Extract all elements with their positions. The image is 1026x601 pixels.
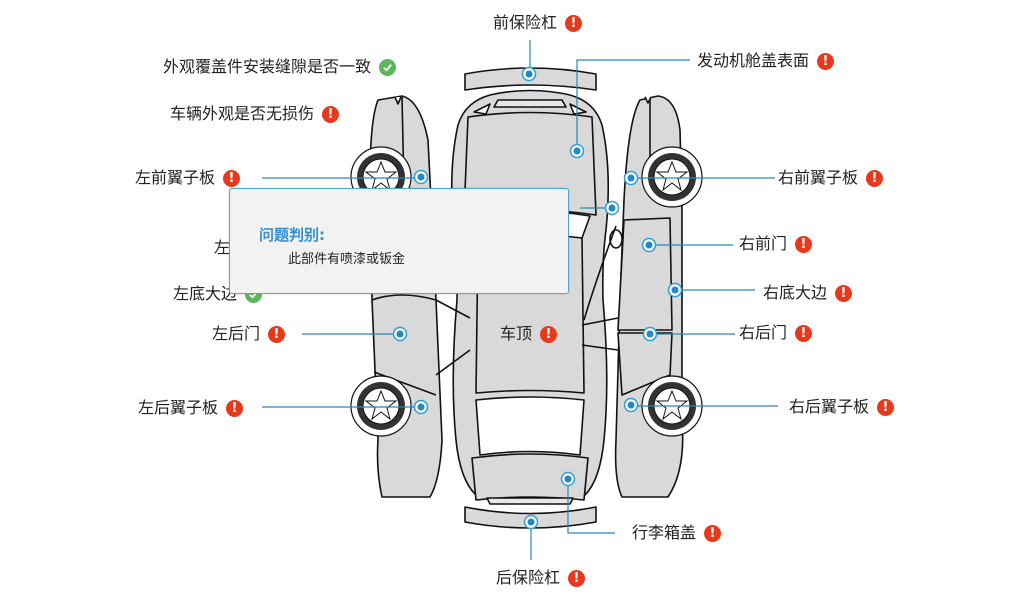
right-front-door-part[interactable]: [617, 217, 673, 331]
exclamation-circle-icon: !: [866, 169, 884, 187]
hotspot-left-rear-door[interactable]: [392, 326, 408, 342]
exclamation-circle-icon: !: [568, 569, 586, 587]
hotspot-windshield-pillar[interactable]: [604, 200, 620, 216]
hotspot-hood[interactable]: [569, 143, 585, 159]
part-label-front-bumper[interactable]: 前保险杠 !: [493, 13, 583, 33]
part-label-left-rear-fender[interactable]: 左后翼子板 !: [138, 398, 244, 418]
part-name: 右底大边: [763, 283, 828, 302]
hotspot-front-bumper[interactable]: [521, 66, 537, 82]
part-label-rear-bumper[interactable]: 后保险杠 !: [496, 568, 586, 588]
part-name: 前保险杠: [493, 13, 558, 32]
hotspot-right-front-fender[interactable]: [623, 170, 639, 186]
hotspot-right-rear-door[interactable]: [642, 326, 658, 342]
part-name: 左前翼子板: [135, 168, 216, 187]
part-name: 行李箱盖: [632, 523, 697, 542]
check-circle-icon: [379, 58, 397, 76]
hotspot-right-sill[interactable]: [667, 282, 683, 298]
part-name: 左底大边: [173, 284, 238, 303]
check-label: 外观覆盖件安装缝隙是否一致: [163, 57, 372, 76]
exclamation-circle-icon: !: [795, 324, 813, 342]
part-label-right-rear-fender[interactable]: 右后翼子板 !: [789, 397, 895, 417]
exclamation-circle-icon: !: [226, 399, 244, 417]
right-front-wheel: [641, 146, 703, 208]
exclamation-circle-icon: !: [795, 235, 813, 253]
exclamation-circle-icon: !: [835, 284, 853, 302]
left-rear-wheel: [350, 375, 412, 437]
issue-tooltip: 问题判别: 此部件有喷漆或钣金: [229, 188, 569, 294]
part-label-right-rear-door[interactable]: 右后门 !: [739, 323, 813, 343]
part-name: 车顶: [500, 324, 533, 343]
part-name: 右后翼子板: [789, 397, 870, 416]
check-panel-gaps[interactable]: 外观覆盖件安装缝隙是否一致: [163, 57, 397, 77]
part-name: 右后门: [739, 323, 788, 342]
part-name: 左: [214, 238, 231, 257]
exclamation-circle-icon: !: [817, 52, 835, 70]
part-label-left-rear-door[interactable]: 左后门 !: [212, 324, 286, 344]
rear-window: [475, 396, 585, 456]
hotspot-right-front-door[interactable]: [641, 237, 657, 253]
hotspot-left-front-fender[interactable]: [413, 169, 429, 185]
part-label-right-sill[interactable]: 右底大边 !: [763, 283, 853, 303]
part-name: 发动机舱盖表面: [697, 51, 810, 70]
tooltip-title: 问题判别:: [259, 226, 325, 244]
tooltip-body: 此部件有喷漆或钣金: [288, 252, 406, 267]
part-name: 后保险杠: [496, 568, 561, 587]
exclamation-circle-icon: !: [223, 169, 241, 187]
part-label-right-front-fender[interactable]: 右前翼子板 !: [778, 168, 884, 188]
exclamation-circle-icon: !: [540, 325, 558, 343]
exclamation-circle-icon: !: [877, 398, 895, 416]
part-label-left-front-door[interactable]: 左: [214, 238, 230, 258]
part-label-trunk-lid[interactable]: 行李箱盖 !: [632, 523, 722, 543]
part-name: 左后门: [212, 324, 261, 343]
hotspot-right-rear-fender[interactable]: [623, 397, 639, 413]
exclamation-circle-icon: !: [322, 105, 340, 123]
part-name: 右前翼子板: [778, 168, 859, 187]
exclamation-circle-icon: !: [704, 524, 722, 542]
part-label-left-front-fender[interactable]: 左前翼子板 !: [135, 168, 241, 188]
check-label: 车辆外观是否无损伤: [170, 104, 315, 123]
hotspots[interactable]: [392, 66, 683, 530]
hotspot-left-rear-fender[interactable]: [413, 399, 429, 415]
part-name: 右前门: [739, 234, 788, 253]
part-label-hood[interactable]: 发动机舱盖表面 !: [697, 51, 835, 71]
exclamation-circle-icon: !: [565, 14, 583, 32]
hotspot-rear-bumper[interactable]: [523, 514, 539, 530]
part-name: 左后翼子板: [138, 398, 219, 417]
check-exterior-damage[interactable]: 车辆外观是否无损伤 !: [170, 104, 340, 124]
part-label-roof[interactable]: 车顶 !: [500, 324, 558, 344]
part-label-right-front-door[interactable]: 右前门 !: [739, 234, 813, 254]
exclamation-circle-icon: !: [268, 325, 286, 343]
hotspot-trunk-lid[interactable]: [560, 471, 576, 487]
